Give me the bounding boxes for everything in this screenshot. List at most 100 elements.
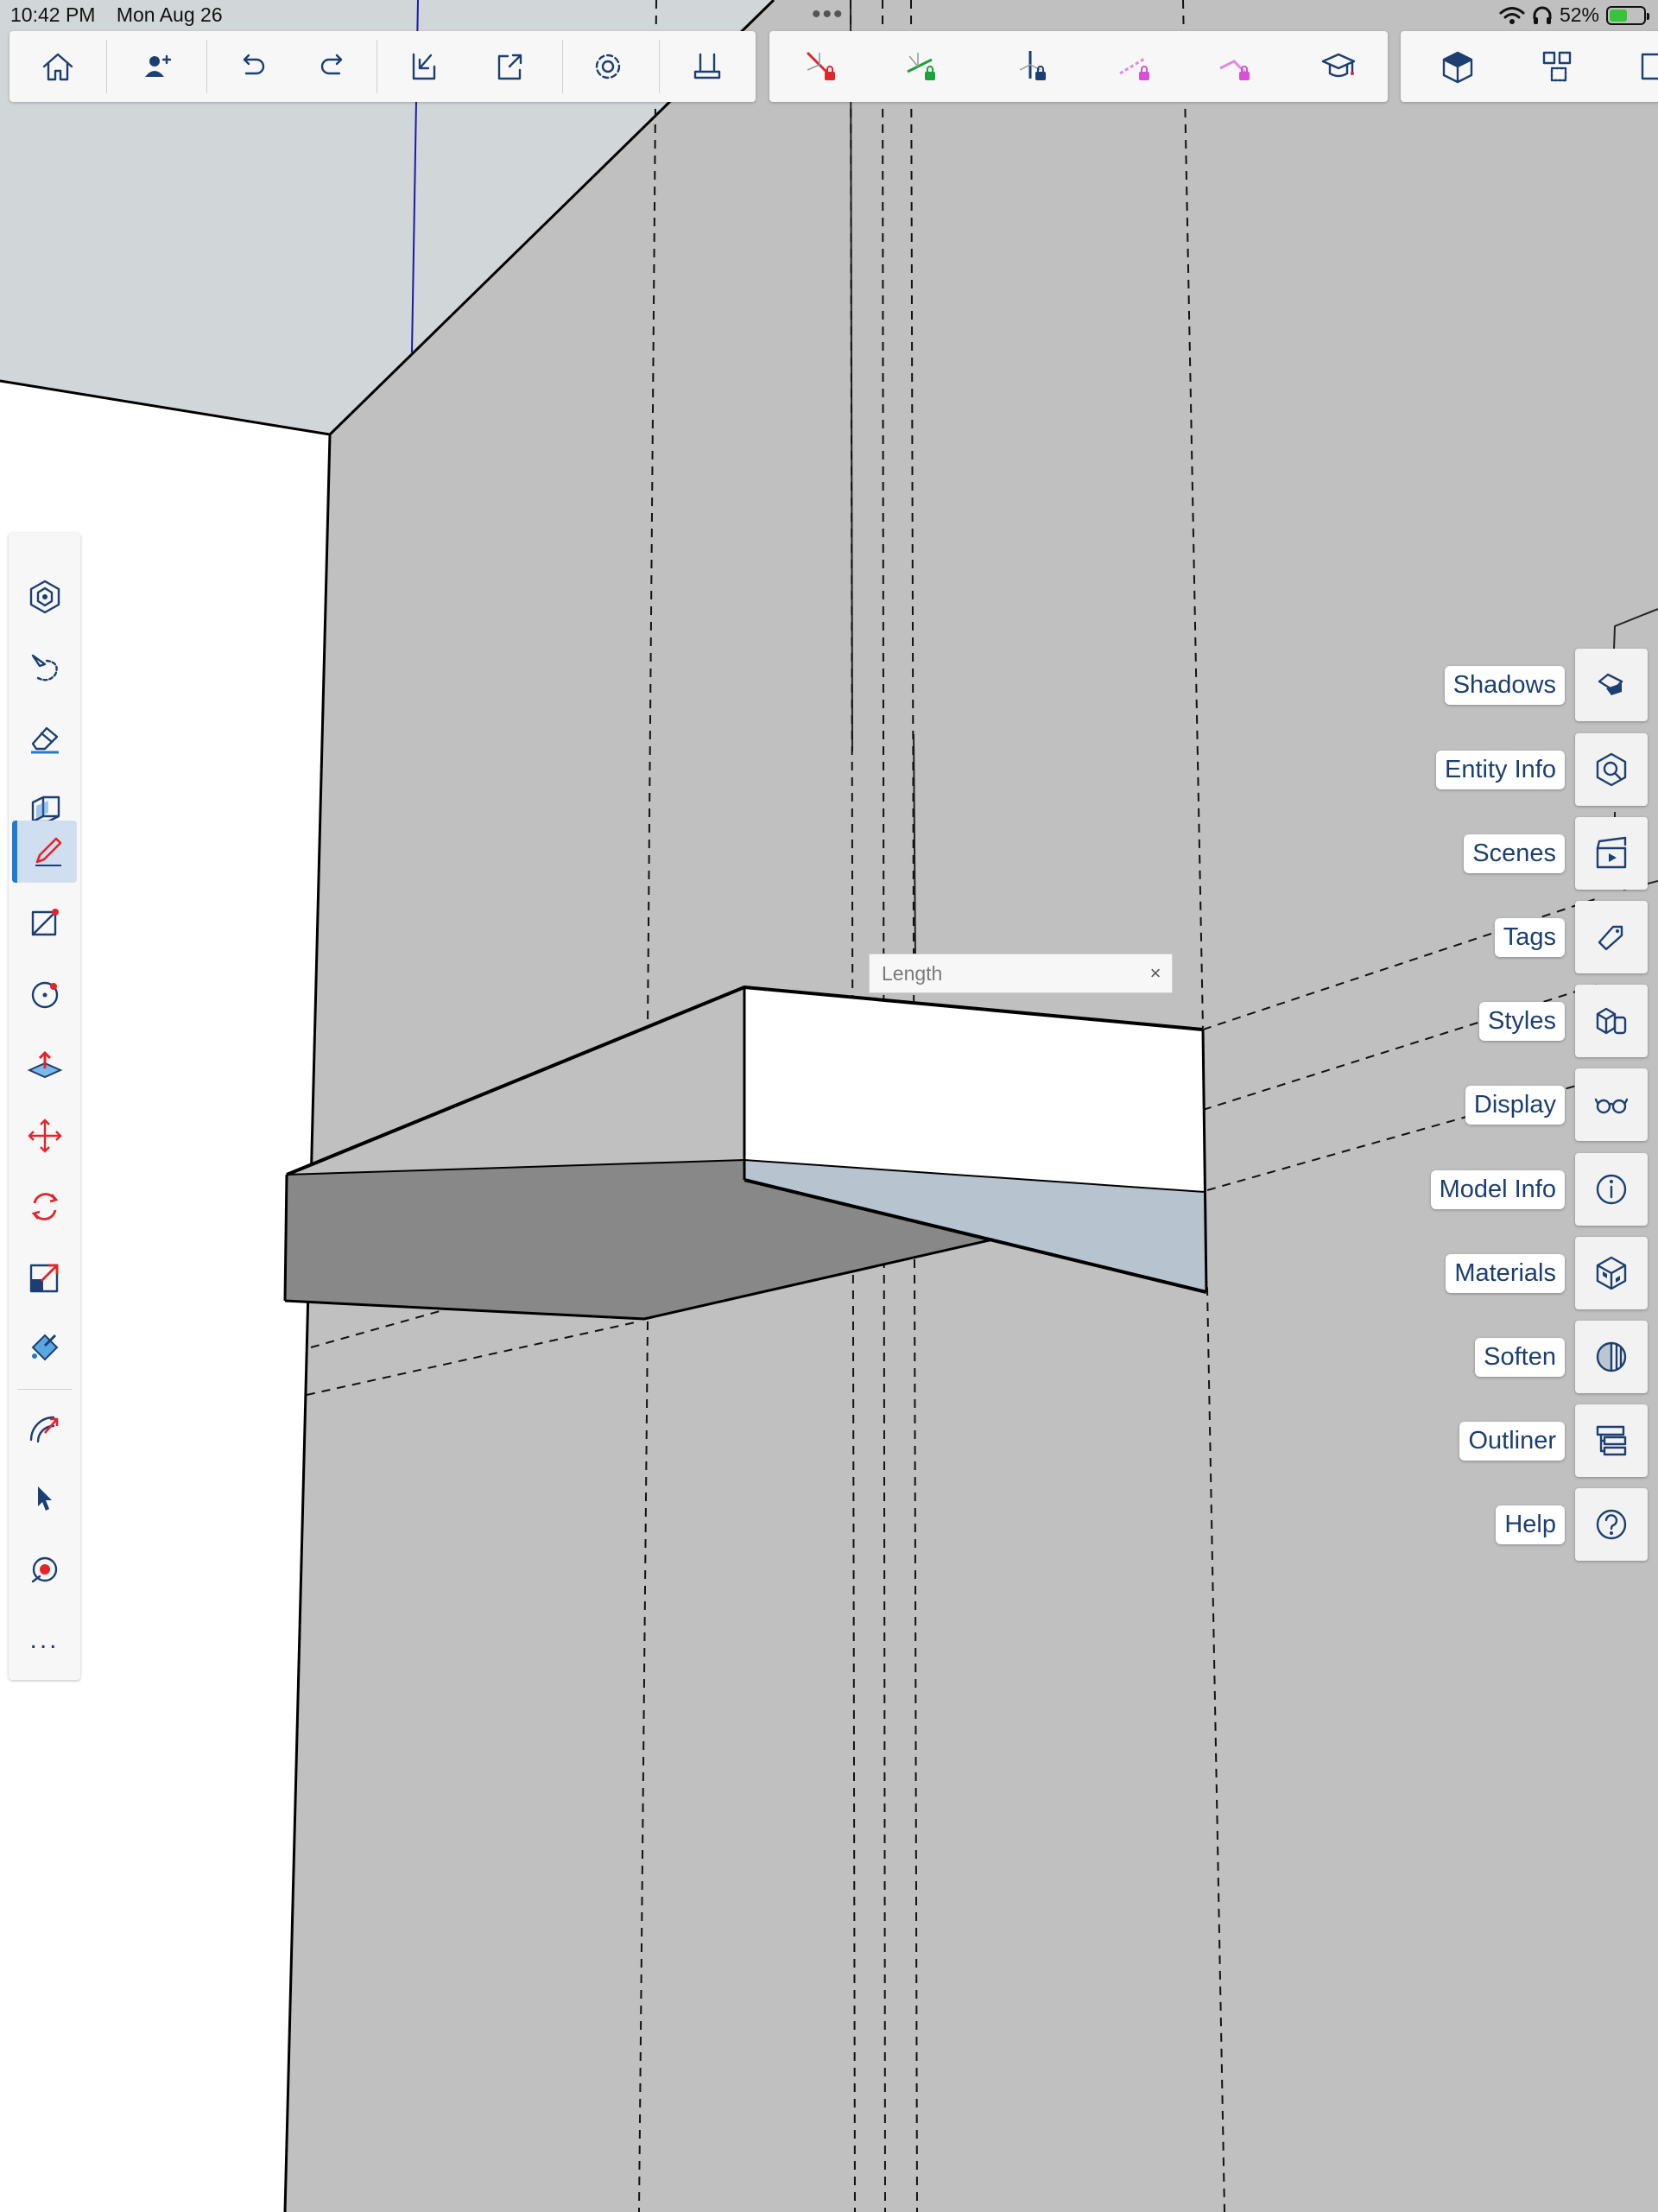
ceiling-surface bbox=[0, 0, 774, 434]
toolbar-separator bbox=[206, 40, 207, 93]
blue-axis-lock-button[interactable] bbox=[1009, 45, 1054, 88]
search-object-icon bbox=[29, 580, 60, 614]
add-collaborator-icon bbox=[145, 54, 172, 77]
scale-tool[interactable] bbox=[12, 1246, 77, 1309]
wifi-icon bbox=[1499, 6, 1525, 24]
redo-button[interactable] bbox=[310, 45, 355, 88]
home-icon bbox=[42, 53, 73, 81]
battery-charging-icon bbox=[1606, 5, 1649, 25]
lasso-select-tool[interactable] bbox=[12, 637, 77, 699]
instructor-button[interactable] bbox=[1316, 45, 1361, 88]
tags-button[interactable] bbox=[1575, 901, 1648, 973]
outliner-icon bbox=[1596, 1425, 1627, 1456]
length-input[interactable] bbox=[870, 954, 1139, 993]
drawer-button[interactable] bbox=[685, 45, 730, 88]
soften-label[interactable]: Soften bbox=[1475, 1337, 1565, 1377]
panel-row-tags: Tags bbox=[1494, 901, 1648, 973]
materials-icon bbox=[1596, 1256, 1627, 1290]
circle-tool[interactable] bbox=[12, 962, 77, 1024]
panel-row-help: Help bbox=[1496, 1488, 1648, 1561]
views-icon bbox=[1641, 53, 1658, 80]
axis-lock-toolbar bbox=[769, 31, 1388, 102]
components-icon bbox=[1542, 51, 1572, 82]
view-cube-button[interactable] bbox=[1435, 45, 1480, 88]
tags-label[interactable]: Tags bbox=[1494, 917, 1565, 957]
display-button[interactable] bbox=[1575, 1068, 1648, 1141]
styles-label[interactable]: Styles bbox=[1479, 1001, 1565, 1041]
styles-button[interactable] bbox=[1575, 985, 1648, 1057]
push-pull-tool[interactable] bbox=[12, 1034, 77, 1096]
more-tools-button[interactable]: ... bbox=[12, 1609, 77, 1671]
eraser-tool[interactable] bbox=[12, 707, 77, 770]
outliner-label[interactable]: Outliner bbox=[1459, 1421, 1565, 1461]
panel-row-styles: Styles bbox=[1479, 985, 1648, 1057]
display-label[interactable]: Display bbox=[1465, 1085, 1565, 1125]
views-button[interactable] bbox=[1634, 45, 1658, 88]
instructor-icon bbox=[1321, 53, 1356, 78]
status-date: Mon Aug 26 bbox=[116, 3, 223, 26]
scenes-label[interactable]: Scenes bbox=[1464, 833, 1565, 873]
rotate-tool[interactable] bbox=[12, 1176, 77, 1238]
blue-axis-lock-icon bbox=[1019, 51, 1046, 80]
settings-icon bbox=[595, 54, 621, 79]
entity-info-button[interactable] bbox=[1575, 733, 1648, 806]
toolbar-separator bbox=[562, 40, 563, 93]
length-close-button[interactable]: × bbox=[1149, 962, 1161, 984]
pink-inference-lock-button[interactable] bbox=[1213, 45, 1258, 88]
import-icon bbox=[412, 53, 436, 80]
select-arrow-icon bbox=[37, 1486, 52, 1511]
undo-button[interactable] bbox=[231, 45, 275, 88]
export-button[interactable] bbox=[487, 45, 532, 88]
help-button[interactable] bbox=[1575, 1488, 1648, 1561]
multitasking-dots-icon[interactable]: ••• bbox=[812, 0, 845, 29]
scenes-icon bbox=[1596, 836, 1627, 869]
panel-row-display: Display bbox=[1465, 1068, 1648, 1141]
materials-button[interactable] bbox=[1575, 1237, 1648, 1309]
home-button[interactable] bbox=[35, 45, 80, 88]
outliner-button[interactable] bbox=[1575, 1404, 1648, 1477]
export-icon bbox=[497, 54, 522, 80]
battery-fill bbox=[1610, 9, 1627, 22]
box-front-blue-face bbox=[744, 1160, 1206, 1292]
settings-button[interactable] bbox=[585, 45, 630, 88]
import-button[interactable] bbox=[402, 45, 446, 88]
materials-label[interactable]: Materials bbox=[1446, 1253, 1565, 1293]
status-left: 10:42 PM Mon Aug 26 bbox=[10, 3, 238, 27]
pink-inference-lock-icon bbox=[1219, 60, 1250, 80]
display-icon bbox=[1594, 1098, 1629, 1114]
green-axis-lock-button[interactable] bbox=[899, 45, 944, 88]
pencil-icon bbox=[35, 837, 61, 866]
panel-row-entity-info: Entity Info bbox=[1436, 733, 1648, 806]
panel-row-soften: Soften bbox=[1475, 1321, 1648, 1393]
panel-row-scenes: Scenes bbox=[1464, 817, 1648, 890]
lasso-select-icon bbox=[31, 654, 58, 681]
model-info-label[interactable]: Model Info bbox=[1430, 1169, 1565, 1209]
move-tool[interactable] bbox=[12, 1105, 77, 1167]
soften-button[interactable] bbox=[1575, 1321, 1648, 1393]
components-button[interactable] bbox=[1535, 45, 1580, 88]
offset-tool[interactable] bbox=[12, 1397, 77, 1459]
eraser-icon bbox=[30, 726, 59, 754]
magenta-inference-lock-button[interactable] bbox=[1113, 45, 1158, 88]
select-tool[interactable] bbox=[12, 1467, 77, 1530]
paint-bucket-tool[interactable] bbox=[12, 1316, 77, 1379]
paint-bucket-icon bbox=[31, 1334, 58, 1361]
pencil-tool[interactable] bbox=[12, 821, 77, 883]
entity-info-label[interactable]: Entity Info bbox=[1436, 750, 1565, 789]
scenes-button[interactable] bbox=[1575, 817, 1648, 890]
toolbar-separator bbox=[659, 40, 660, 93]
search-object-tool[interactable] bbox=[12, 566, 77, 628]
shadows-button[interactable] bbox=[1575, 649, 1648, 721]
help-label[interactable]: Help bbox=[1496, 1505, 1565, 1544]
rectangle-icon bbox=[31, 909, 59, 936]
model-info-button[interactable] bbox=[1575, 1153, 1648, 1226]
status-right: 52% bbox=[1499, 3, 1649, 27]
battery-percent: 52% bbox=[1559, 3, 1599, 26]
red-axis-lock-button[interactable] bbox=[799, 45, 844, 88]
rectangle-tool[interactable] bbox=[12, 891, 77, 954]
tape-measure-tool[interactable] bbox=[12, 1538, 77, 1600]
add-collaborator-button[interactable] bbox=[135, 45, 180, 88]
shadows-label[interactable]: Shadows bbox=[1444, 665, 1565, 705]
magenta-inference-lock-icon bbox=[1119, 56, 1149, 80]
